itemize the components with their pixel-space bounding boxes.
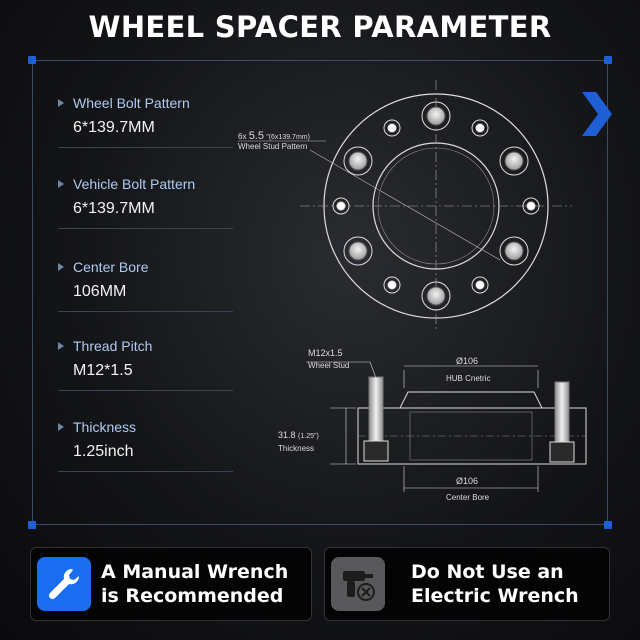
wheel-stud [421, 281, 451, 311]
electric-wrench-warning: Do Not Use an Electric Wrench [324, 547, 610, 621]
param-wheel-bolt-pattern: Wheel Bolt Pattern 6*139.7MM [58, 95, 248, 148]
param-thread-pitch: Thread Pitch M12*1.5 [58, 338, 248, 391]
note-line: A Manual Wrench [101, 561, 289, 583]
param-label: Vehicle Bolt Pattern [73, 176, 196, 192]
pattern-value: 5.5 [249, 130, 264, 142]
svg-text:31.8 (1.25"): 31.8 (1.25") [278, 430, 319, 440]
thickness-label: Thickness [278, 444, 314, 453]
hub-dimension: Ø106 [456, 356, 478, 366]
param-label: Center Bore [73, 259, 149, 275]
manual-wrench-note: A Manual Wrench is Recommended [30, 547, 312, 621]
hub-label: HUB Cnetric [446, 374, 490, 383]
divider [58, 228, 233, 229]
svg-text:6x 5.5 "(6x139.7mm): 6x 5.5 "(6x139.7mm) [238, 130, 310, 142]
bolt-hole [383, 119, 401, 137]
triangle-bullet-icon [58, 342, 64, 350]
bolt-hole [471, 276, 489, 294]
bore-label: Center Bore [446, 493, 490, 502]
stud-label: Wheel Stud [308, 361, 349, 370]
panel-corner-marker [28, 521, 36, 529]
bolt-hole [522, 197, 540, 215]
divider [58, 147, 233, 148]
stud-size-label: M12x1.5 [308, 348, 343, 358]
parameter-panel: Wheel Bolt Pattern 6*139.7MM Vehicle Bol… [28, 56, 612, 529]
wrench-icon [37, 557, 91, 611]
side-view [306, 361, 587, 492]
thickness-inch: (1.25") [298, 433, 319, 440]
param-value: 6*139.7MM [73, 119, 155, 136]
note-line: is Recommended [101, 585, 284, 607]
divider [58, 390, 233, 391]
param-vehicle-bolt-pattern: Vehicle Bolt Pattern 6*139.7MM [58, 176, 248, 229]
thickness-dimension: 31.8 [278, 430, 296, 440]
param-label: Thickness [73, 419, 137, 435]
wheel-stud [499, 236, 529, 266]
param-value: M12*1.5 [73, 362, 133, 379]
triangle-bullet-icon [58, 423, 64, 431]
panel-corner-marker [28, 56, 36, 64]
pattern-label: Wheel Stud Pattern [238, 142, 307, 151]
note-line: Electric Wrench [411, 585, 579, 607]
chevron-right-icon [582, 92, 612, 136]
bolt-hole [471, 119, 489, 137]
pattern-prefix: 6x [238, 132, 246, 141]
divider [58, 311, 233, 312]
spacer-technical-drawing: 6x 5.5 "(6x139.7mm) Wheel Stud Pattern [238, 80, 587, 502]
wheel-stud [499, 146, 529, 176]
param-label: Thread Pitch [73, 338, 153, 354]
param-value: 106MM [73, 283, 127, 300]
divider [58, 471, 233, 472]
bolt-hole [332, 197, 350, 215]
page-title: WHEEL SPACER PARAMETER [88, 10, 552, 44]
bore-dimension: Ø106 [456, 476, 478, 486]
panel-corner-marker [604, 56, 612, 64]
param-center-bore: Center Bore 106MM [58, 259, 248, 312]
pattern-metric: "(6x139.7mm) [266, 134, 310, 141]
bolt-hole [383, 276, 401, 294]
wheel-stud-side [554, 381, 570, 443]
wheel-stud [343, 146, 373, 176]
triangle-bullet-icon [58, 99, 64, 107]
no-drill-icon [331, 557, 385, 611]
note-line: Do Not Use an [411, 561, 564, 583]
wheel-stud-side [368, 376, 384, 442]
param-label: Wheel Bolt Pattern [73, 95, 190, 111]
panel-corner-marker [604, 521, 612, 529]
triangle-bullet-icon [58, 180, 64, 188]
param-value: 1.25inch [73, 443, 134, 460]
front-view [300, 80, 572, 332]
param-thickness: Thickness 1.25inch [58, 419, 248, 472]
param-value: 6*139.7MM [73, 200, 155, 217]
wheel-stud [421, 101, 451, 131]
triangle-bullet-icon [58, 263, 64, 271]
wheel-stud [343, 236, 373, 266]
